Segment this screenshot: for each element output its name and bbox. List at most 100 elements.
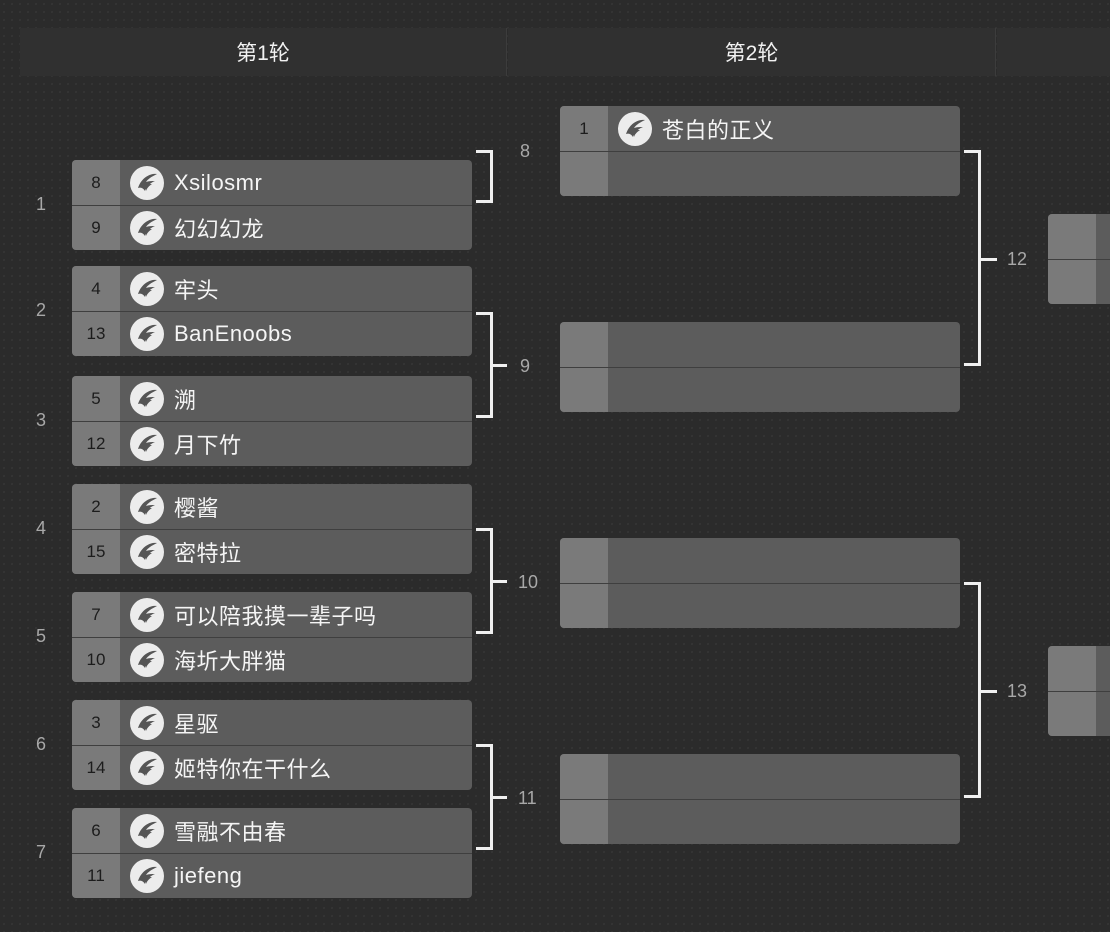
player-slot[interactable] (560, 367, 960, 412)
player-name: 苍白的正义 (662, 117, 775, 143)
player-name: 月下竹 (174, 433, 242, 458)
player-slot[interactable]: 12 月下竹 (72, 421, 472, 466)
player-slot[interactable]: 5 溯 (72, 376, 472, 421)
wing-logo-icon (130, 427, 164, 461)
round-1-header: 第1轮 (20, 28, 507, 76)
player-slot[interactable]: 9 幻幻幻龙 (72, 205, 472, 250)
seed-number: 12 (72, 422, 120, 466)
wing-logo-icon (130, 597, 164, 632)
player-slot[interactable]: 10 海圻大胖猫 (72, 637, 472, 682)
player-name: Xsilosmr (174, 169, 263, 195)
match-card[interactable]: 6 雪融不由春 11 jiefeng (72, 808, 472, 898)
match-card[interactable] (560, 538, 960, 628)
bracket-connector (964, 150, 981, 366)
player-slot[interactable] (560, 799, 960, 844)
round-1-title: 第1轮 (236, 42, 290, 65)
player-slot[interactable] (560, 538, 960, 583)
player-name: 星驱 (174, 711, 220, 737)
seed-number: 7 (72, 592, 120, 637)
player-slot[interactable]: 6 雪融不由春 (72, 808, 472, 853)
player-name: 樱酱 (174, 495, 220, 521)
player-name: 牢头 (174, 277, 220, 303)
seed-number (560, 754, 608, 799)
match-card[interactable]: 2 樱酱 15 密特拉 (72, 484, 472, 574)
player-name: 幻幻幻龙 (174, 217, 265, 242)
bracket-connector (493, 364, 507, 367)
bracket-connector (476, 312, 493, 418)
player-slot[interactable] (1048, 259, 1110, 304)
wing-logo-icon (130, 489, 164, 524)
round-2-header: 第2轮 (508, 28, 996, 76)
match-number: 2 (36, 300, 47, 320)
wing-logo-icon (130, 751, 164, 785)
player-name: 可以陪我摸一辈子吗 (174, 603, 377, 629)
player-slot[interactable] (1048, 646, 1110, 691)
player-slot[interactable]: 8 Xsilosmr (72, 160, 472, 205)
match-number: 11 (518, 788, 537, 808)
match-number: 1 (36, 194, 47, 214)
wing-logo-icon (130, 705, 164, 740)
wing-logo-icon (618, 111, 652, 146)
bracket-connector (964, 582, 981, 798)
match-card[interactable]: 1 苍白的正义 (560, 106, 960, 196)
seed-number: 4 (72, 266, 120, 311)
match-card[interactable] (1048, 646, 1110, 736)
seed-number (560, 538, 608, 583)
player-slot[interactable]: 15 密特拉 (72, 529, 472, 574)
player-name: BanEnoobs (174, 321, 293, 346)
wing-logo-icon (130, 535, 164, 569)
player-slot[interactable] (560, 322, 960, 367)
wing-logo-icon (130, 211, 164, 245)
wing-logo-icon (130, 271, 164, 306)
seed-number: 10 (72, 638, 120, 682)
player-name: 密特拉 (174, 541, 242, 566)
player-name: 雪融不由春 (174, 819, 287, 845)
seed-number: 14 (72, 746, 120, 790)
wing-logo-icon (130, 317, 164, 351)
match-card[interactable]: 8 Xsilosmr 9 幻幻幻龙 (72, 160, 472, 250)
match-card[interactable] (560, 322, 960, 412)
player-slot[interactable] (1048, 214, 1110, 259)
bracket-connector (493, 796, 507, 799)
player-slot[interactable]: 1 苍白的正义 (560, 106, 960, 151)
match-number: 7 (36, 842, 47, 862)
wing-logo-icon (130, 381, 164, 416)
seed-number: 3 (72, 700, 120, 745)
player-slot[interactable]: 4 牢头 (72, 266, 472, 311)
seed-number: 11 (72, 854, 120, 898)
bracket-connector (981, 690, 997, 693)
seed-number (560, 800, 608, 844)
bracket-connector (981, 258, 997, 261)
player-slot[interactable] (560, 151, 960, 196)
player-slot[interactable] (560, 583, 960, 628)
seed-number (1048, 646, 1096, 691)
seed-number: 2 (72, 484, 120, 529)
player-slot[interactable] (560, 754, 960, 799)
wing-logo-icon (130, 813, 164, 848)
seed-number: 5 (72, 376, 120, 421)
seed-number: 6 (72, 808, 120, 853)
match-number: 4 (36, 518, 47, 538)
match-card[interactable] (1048, 214, 1110, 304)
match-number: 13 (1007, 681, 1028, 701)
player-slot[interactable]: 11 jiefeng (72, 853, 472, 898)
match-card[interactable]: 5 溯 12 月下竹 (72, 376, 472, 466)
bracket-connector (493, 580, 507, 583)
player-slot[interactable]: 13 BanEnoobs (72, 311, 472, 356)
player-name: 海圻大胖猫 (174, 649, 287, 674)
match-number: 6 (36, 734, 47, 754)
match-card[interactable] (560, 754, 960, 844)
wing-logo-icon (130, 165, 164, 200)
wing-logo-icon (130, 859, 164, 893)
player-slot[interactable]: 7 可以陪我摸一辈子吗 (72, 592, 472, 637)
player-slot[interactable]: 2 樱酱 (72, 484, 472, 529)
player-slot[interactable] (1048, 691, 1110, 736)
player-slot[interactable]: 3 星驱 (72, 700, 472, 745)
match-card[interactable]: 3 星驱 14 姬特你在干什么 (72, 700, 472, 790)
seed-number (1048, 692, 1096, 736)
seed-number (1048, 260, 1096, 304)
match-card[interactable]: 7 可以陪我摸一辈子吗 10 海圻大胖猫 (72, 592, 472, 682)
seed-number: 8 (72, 160, 120, 205)
player-slot[interactable]: 14 姬特你在干什么 (72, 745, 472, 790)
match-card[interactable]: 4 牢头 13 BanEnoobs (72, 266, 472, 356)
